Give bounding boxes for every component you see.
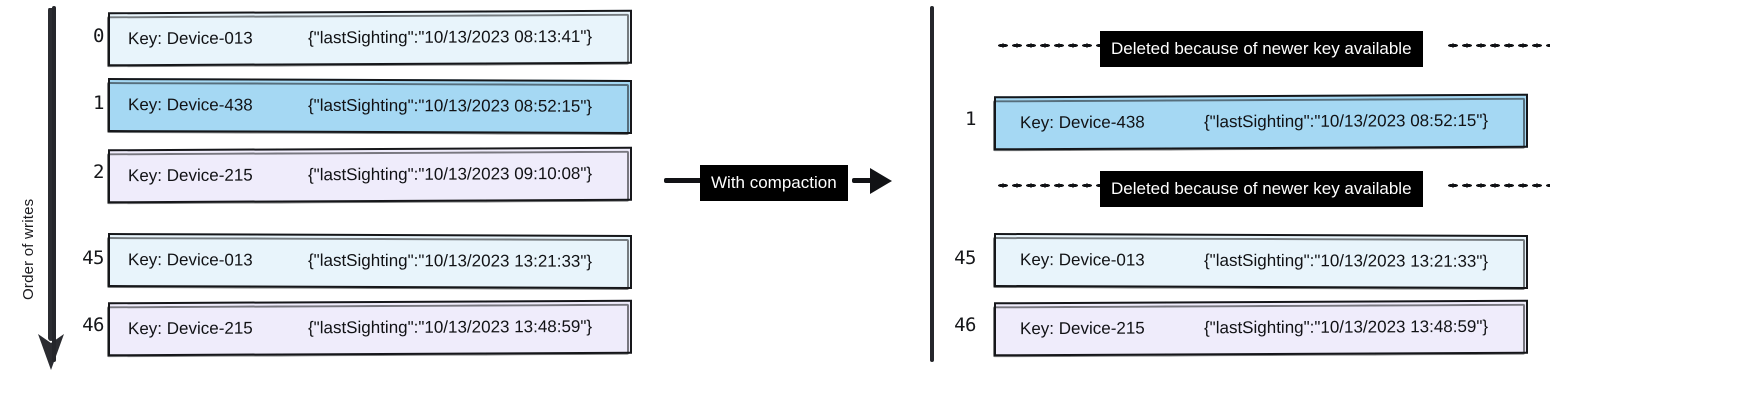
record-key: Key: Device-215: [128, 165, 253, 186]
deleted-connector-left: [996, 183, 1100, 188]
row-index: 0: [93, 25, 104, 47]
deleted-connector-right: [1446, 183, 1550, 188]
record-value: {"lastSighting":"10/13/2023 08:52:15"}: [1204, 110, 1489, 132]
record-key: Key: Device-215: [1020, 318, 1145, 339]
log-record[interactable]: Key: Device-013 {"lastSighting":"10/13/2…: [994, 232, 1528, 290]
log-record[interactable]: Key: Device-438 {"lastSighting":"10/13/2…: [994, 93, 1528, 151]
record-value: {"lastSighting":"10/13/2023 13:48:59"}: [1204, 316, 1489, 338]
record-key: Key: Device-215: [128, 318, 253, 339]
deleted-connector-left: [996, 43, 1100, 48]
record-value: {"lastSighting":"10/13/2023 13:21:33"}: [308, 250, 593, 271]
down-arrow-icon: [38, 8, 64, 370]
row-index: 45: [82, 247, 104, 269]
row-index: 1: [93, 92, 104, 114]
row-index: 46: [954, 314, 976, 336]
record-key: Key: Device-013: [128, 250, 253, 270]
right-arrow-icon: [870, 168, 892, 194]
order-of-writes-label: Order of writes: [20, 198, 37, 300]
record-value: {"lastSighting":"10/13/2023 13:48:59"}: [308, 316, 593, 338]
log-record[interactable]: Key: Device-215 {"lastSighting":"10/13/2…: [108, 146, 632, 204]
row-index: 2: [93, 161, 104, 183]
record-key: Key: Device-438: [128, 95, 253, 115]
log-record[interactable]: Key: Device-215 {"lastSighting":"10/13/2…: [994, 299, 1528, 357]
record-value: {"lastSighting":"10/13/2023 09:10:08"}: [308, 163, 593, 185]
log-record[interactable]: Key: Device-013 {"lastSighting":"10/13/2…: [108, 232, 632, 290]
row-index: 1: [965, 108, 976, 130]
deleted-note: Deleted because of newer key available: [1100, 31, 1423, 67]
record-key: Key: Device-013: [1020, 250, 1145, 270]
record-value: {"lastSighting":"10/13/2023 08:13:41"}: [308, 26, 593, 48]
left-panel-rule: [52, 6, 56, 362]
deleted-note: Deleted because of newer key available: [1100, 171, 1423, 207]
record-key: Key: Device-438: [1020, 112, 1145, 133]
record-value: {"lastSighting":"10/13/2023 08:52:15"}: [308, 95, 593, 116]
row-index: 45: [954, 247, 976, 269]
log-record[interactable]: Key: Device-013 {"lastSighting":"10/13/2…: [108, 9, 632, 67]
right-panel-rule: [930, 6, 934, 362]
row-index: 46: [82, 314, 104, 336]
compaction-arrow-stem: [852, 178, 882, 183]
with-compaction-label: With compaction: [700, 165, 848, 201]
deleted-connector-right: [1446, 43, 1550, 48]
log-record[interactable]: Key: Device-438 {"lastSighting":"10/13/2…: [108, 77, 632, 135]
record-key: Key: Device-013: [128, 28, 253, 49]
log-record[interactable]: Key: Device-215 {"lastSighting":"10/13/2…: [108, 299, 632, 357]
record-value: {"lastSighting":"10/13/2023 13:21:33"}: [1204, 250, 1489, 271]
compaction-arrow-tail: [664, 178, 704, 183]
